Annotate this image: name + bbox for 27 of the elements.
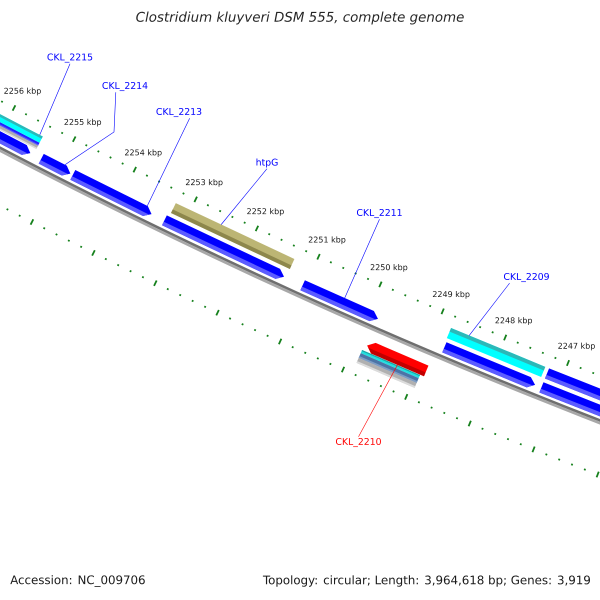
gene-label: htpG	[256, 158, 278, 168]
tick-label: 2249 kbp	[432, 290, 470, 299]
gene-feature	[0, 113, 43, 143]
gene-label: CKL_2211	[356, 208, 402, 218]
gene-label: CKL_2209	[504, 272, 549, 282]
leader-line	[220, 168, 268, 225]
gene-feature	[446, 328, 546, 378]
gene-feature	[70, 170, 152, 216]
footer-text: Accession: NC_009706	[10, 575, 145, 587]
footer-text: Topology: circular; Length: 3,964,618 bp; Genes: 3,919	[262, 575, 590, 587]
tick-label: 2252 kbp	[247, 208, 284, 216]
gene-label: CKL_2214	[102, 82, 148, 92]
gene-label: CKL_2210	[336, 438, 381, 448]
tick-label: 2255 kbp	[64, 118, 102, 127]
tick-label: 2251 kbp	[308, 236, 346, 244]
gene-feature	[300, 280, 378, 322]
leader-line	[344, 218, 380, 298]
leader-line	[358, 364, 398, 438]
gene-label: CKL_2215	[47, 53, 92, 63]
leader-line	[468, 282, 510, 336]
gene-label: CKL_2213	[156, 108, 202, 118]
leader-line	[146, 118, 190, 206]
gene-feature	[367, 342, 428, 376]
title: Clostridium kluyveri DSM 555, complete genome	[136, 12, 464, 24]
tick-label: 2247 kbp	[558, 342, 595, 350]
gene-feature	[171, 203, 294, 269]
gene-feature	[38, 154, 70, 176]
